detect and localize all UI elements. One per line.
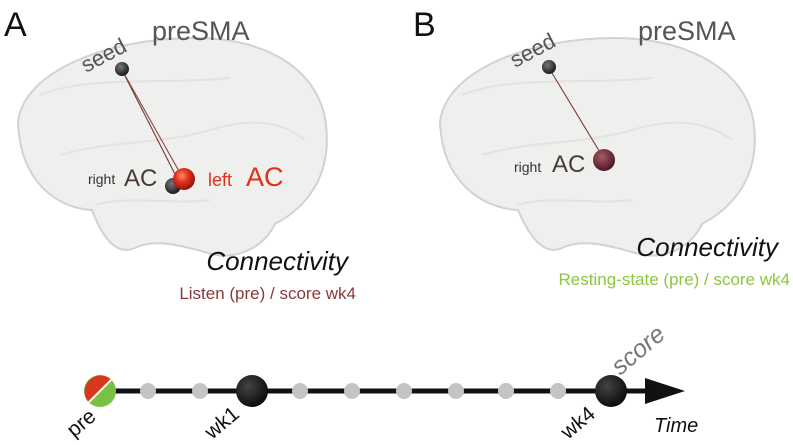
panel-b: B preSMA seed right AC Connectivity Rest… bbox=[413, 6, 790, 289]
left-ac-small-a: left bbox=[208, 170, 232, 190]
right-ac-node-b bbox=[593, 149, 615, 171]
session-dot bbox=[448, 383, 464, 399]
score-label: score bbox=[606, 320, 671, 381]
connection-line-a-right bbox=[121, 69, 179, 181]
session-dot bbox=[344, 383, 360, 399]
right-ac-big-b: AC bbox=[552, 151, 585, 178]
connectivity-title-b: Connectivity bbox=[636, 232, 780, 262]
presma-label-a: preSMA bbox=[152, 16, 250, 46]
brain-a bbox=[16, 36, 328, 257]
left-ac-node-a bbox=[173, 168, 195, 190]
wk4-marker bbox=[595, 375, 627, 407]
panel-b-letter: B bbox=[413, 6, 436, 44]
session-dot bbox=[550, 383, 566, 399]
wk4-label: wk4 bbox=[556, 402, 600, 444]
seed-node-b bbox=[542, 60, 556, 74]
pre-label: pre bbox=[62, 405, 100, 442]
session-dot bbox=[192, 383, 208, 399]
right-ac-big-a: AC bbox=[124, 165, 157, 192]
connectivity-subtitle-b: Resting-state (pre) / score wk4 bbox=[559, 270, 790, 289]
timeline-arrowhead bbox=[645, 378, 685, 404]
connection-line-b bbox=[548, 67, 605, 160]
brain-b bbox=[438, 36, 756, 257]
session-dot bbox=[396, 383, 412, 399]
connectivity-subtitle-a: Listen (pre) / score wk4 bbox=[179, 284, 356, 303]
session-dot bbox=[292, 383, 308, 399]
pre-marker bbox=[84, 375, 116, 407]
left-ac-big-a: AC bbox=[246, 162, 284, 192]
connection-line-a-left bbox=[121, 69, 185, 181]
time-label: Time bbox=[654, 415, 698, 437]
panel-a-letter: A bbox=[4, 6, 27, 44]
session-dot bbox=[498, 383, 514, 399]
panel-a: A preSMA seed right AC left AC Connectiv… bbox=[4, 6, 356, 303]
connectivity-title-a: Connectivity bbox=[206, 246, 350, 276]
seed-node-a bbox=[115, 62, 129, 76]
timeline: pre wk1 wk4 score Time bbox=[62, 320, 698, 445]
wk1-label: wk1 bbox=[200, 402, 244, 444]
right-ac-small-b: right bbox=[514, 159, 541, 175]
session-dot bbox=[140, 383, 156, 399]
right-ac-small-a: right bbox=[88, 171, 115, 187]
wk1-marker bbox=[236, 375, 268, 407]
presma-label-b: preSMA bbox=[638, 16, 736, 46]
